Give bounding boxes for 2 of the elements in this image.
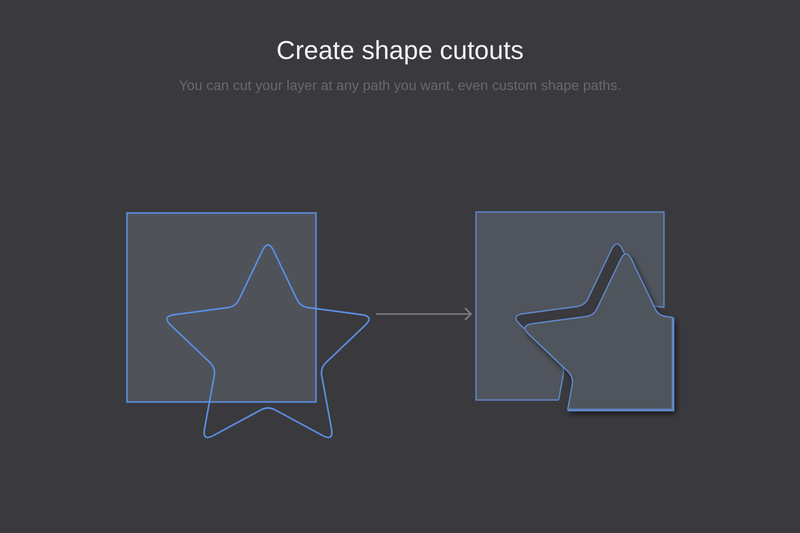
arrow	[376, 307, 472, 321]
title: Create shape cutouts	[276, 35, 524, 65]
